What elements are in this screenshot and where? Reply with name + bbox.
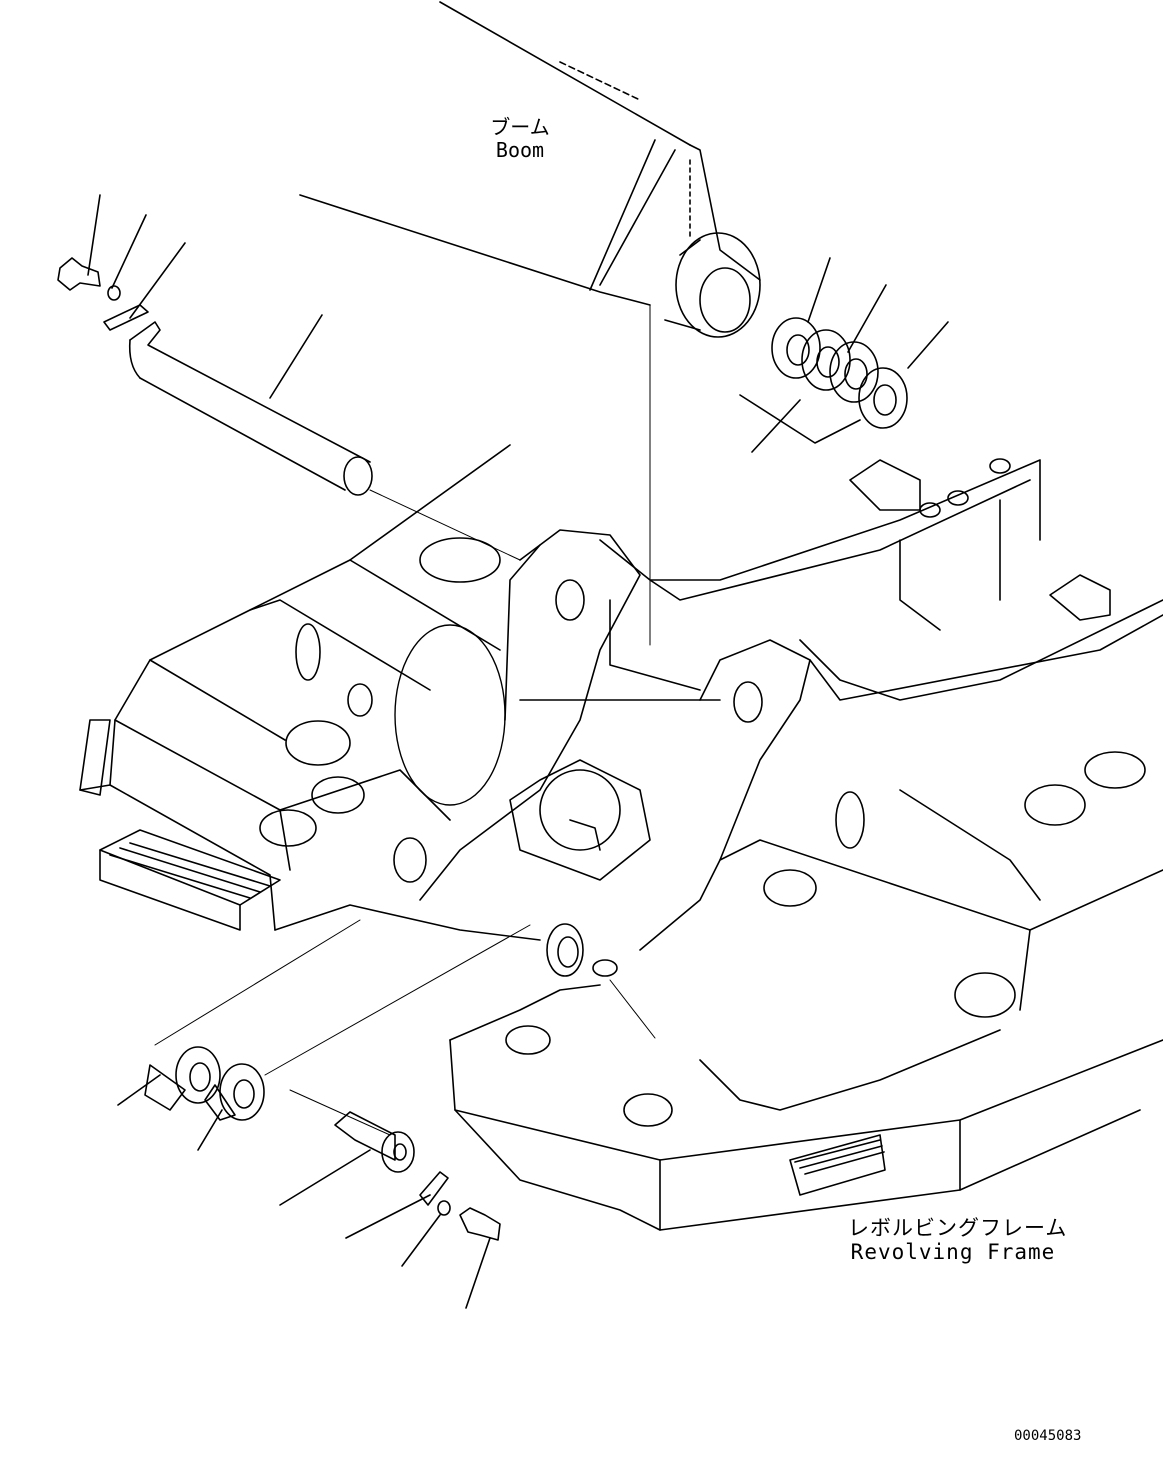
- pin-lock-fasteners-upper: [58, 195, 322, 398]
- drawing-id: 00045083: [1014, 1428, 1082, 1444]
- shims-lower: [118, 1047, 264, 1150]
- boom-label: ブーム Boom: [470, 116, 570, 162]
- shims-upper: [740, 258, 948, 452]
- boom-foot-pin: [130, 322, 372, 495]
- revolving-frame-illustration: [80, 445, 1163, 1230]
- assembly-lines: [155, 490, 655, 1135]
- boom-label-jp: ブーム: [490, 115, 550, 139]
- arm-pin-lower: [280, 1112, 414, 1205]
- boom-label-en: Boom: [495, 138, 545, 162]
- pin-lock-fasteners-lower: [346, 1172, 500, 1308]
- boom-illustration: [300, 2, 760, 645]
- revolving-frame-label: レボルビングフレーム Revolving Frame: [848, 1216, 1068, 1265]
- revolving-frame-label-jp: レボルビングフレーム: [848, 1216, 1068, 1240]
- revolving-frame-label-en: Revolving Frame: [850, 1240, 1056, 1265]
